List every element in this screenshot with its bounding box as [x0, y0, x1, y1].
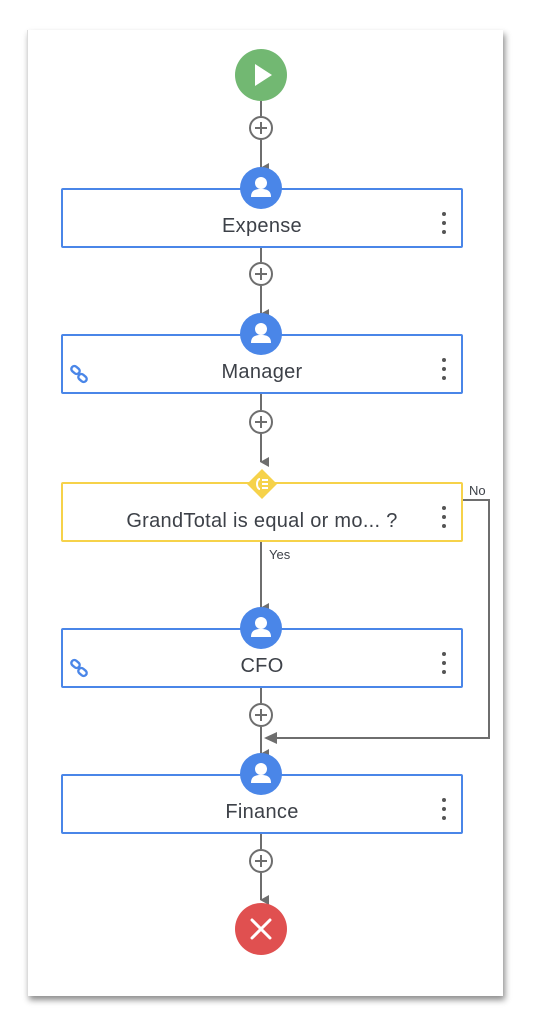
user-icon	[240, 607, 282, 649]
condition-icon	[247, 469, 277, 499]
kebab-menu-icon[interactable]	[441, 652, 447, 674]
play-icon	[255, 64, 272, 86]
user-icon	[240, 753, 282, 795]
kebab-menu-icon[interactable]	[441, 506, 447, 528]
step-cfo[interactable]: CFO	[61, 628, 463, 688]
end-node[interactable]	[235, 903, 287, 955]
close-icon	[250, 918, 272, 940]
step-label: Finance	[225, 801, 299, 823]
user-icon	[240, 313, 282, 355]
condition-label: GrandTotal is equal or mo... ?	[126, 510, 398, 532]
link-icon[interactable]	[69, 364, 89, 384]
add-step-button-3[interactable]	[249, 410, 273, 434]
step-label: CFO	[240, 655, 284, 677]
add-step-button-4[interactable]	[249, 703, 273, 727]
kebab-menu-icon[interactable]	[441, 212, 447, 234]
user-icon	[240, 167, 282, 209]
kebab-menu-icon[interactable]	[441, 798, 447, 820]
step-label: Manager	[221, 361, 303, 383]
step-label: Expense	[222, 215, 302, 237]
kebab-menu-icon[interactable]	[441, 358, 447, 380]
branch-no-label: No	[469, 483, 486, 498]
add-step-button-1[interactable]	[249, 116, 273, 140]
add-step-button-2[interactable]	[249, 262, 273, 286]
branch-yes-label: Yes	[269, 547, 291, 562]
link-icon[interactable]	[69, 658, 89, 678]
add-step-button-5[interactable]	[249, 849, 273, 873]
step-condition[interactable]: GrandTotal is equal or mo... ?	[61, 482, 463, 542]
start-node[interactable]	[235, 49, 287, 101]
